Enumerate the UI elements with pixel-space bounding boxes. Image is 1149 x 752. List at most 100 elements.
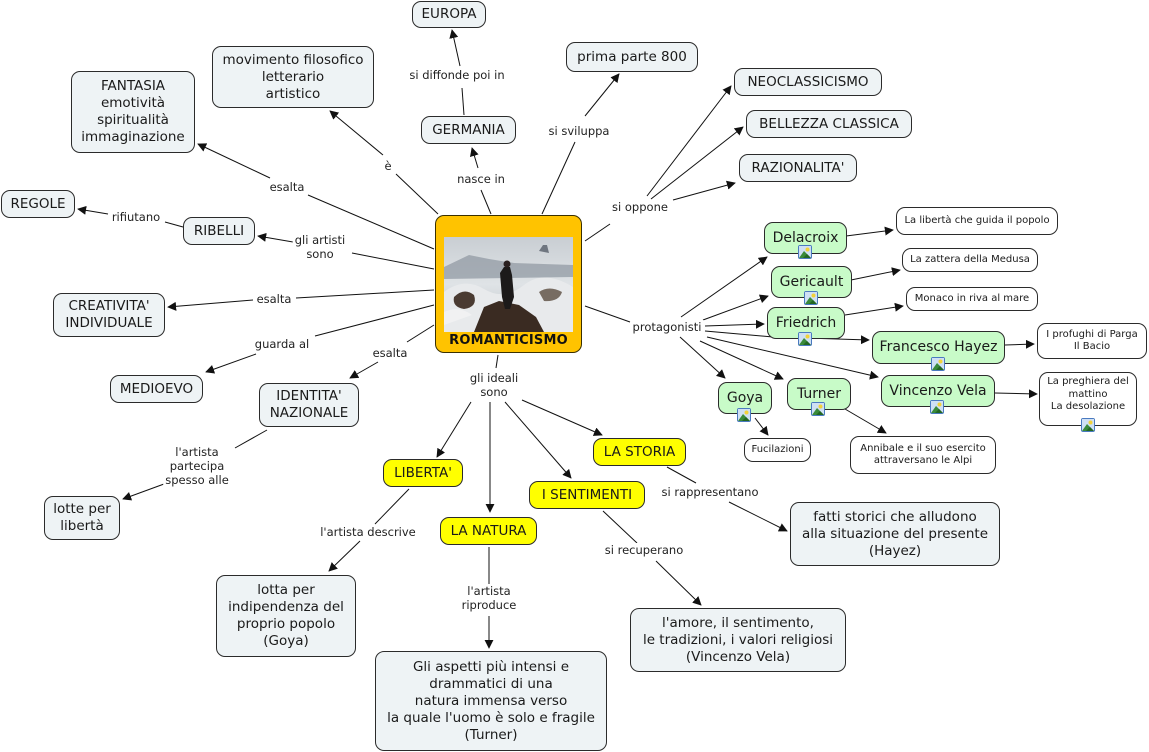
link-label-nasce-in: nasce in: [455, 172, 507, 186]
edge-arrow: [706, 336, 879, 380]
edge-arrow: [699, 340, 784, 380]
node-lotte[interactable]: lotte per libertà: [44, 496, 120, 540]
node-razionalita[interactable]: RAZIONALITA': [739, 154, 857, 182]
image-resource-icon[interactable]: [798, 245, 812, 259]
edge-line: [295, 289, 435, 299]
edge-arrow: [349, 361, 379, 379]
edge-line: [584, 305, 631, 323]
node-ribelli[interactable]: RIBELLI: [183, 217, 255, 245]
edge-line: [704, 330, 774, 338]
link-label-descrive: l'artista descrive: [318, 525, 418, 539]
node-work-preghiera[interactable]: La preghiera del mattino La desolazione: [1039, 372, 1137, 426]
edge-arrow: [329, 110, 384, 156]
node-fantasia[interactable]: FANTASIA emotività spiritualità immagina…: [71, 71, 195, 153]
edge-arrow: [728, 501, 788, 532]
link-label-si-sviluppa: si sviluppa: [546, 124, 612, 138]
image-resource-icon[interactable]: [930, 400, 944, 414]
edge-line: [461, 87, 465, 116]
edge-arrow: [205, 353, 257, 374]
edge-line: [602, 510, 638, 544]
image-resource-icon[interactable]: [737, 408, 751, 422]
link-label-si-rappresentano: si rappresentano: [659, 485, 761, 499]
link-label-si-oppone: si oppone: [610, 200, 670, 214]
edge-line: [480, 189, 492, 215]
edge-arrow: [197, 143, 271, 179]
edge-arrow: [994, 389, 1038, 399]
edge-line: [541, 141, 576, 215]
node-ideal-i-sentimenti[interactable]: I SENTIMENTI: [529, 481, 645, 509]
link-label-protagonisti: protagonisti: [630, 320, 704, 334]
edge-line: [666, 466, 697, 484]
node-ideal-la-storia[interactable]: LA STORIA: [593, 438, 686, 466]
node-lotta-indipendenza[interactable]: lotta per indipendenza del proprio popol…: [216, 575, 356, 657]
edge-arrow: [844, 302, 904, 316]
edge-arrow: [328, 540, 361, 572]
edge-line: [374, 488, 410, 525]
node-prima-parte-800[interactable]: prima parte 800: [566, 42, 698, 72]
node-germania[interactable]: GERMANIA: [421, 116, 516, 144]
node-work-annibale[interactable]: Annibale e il suo esercito attraversano …: [850, 436, 996, 474]
link-label-partecipa: l'artista partecipa spesso alle: [163, 445, 231, 487]
edge-arrow: [449, 29, 461, 67]
image-resource-icon[interactable]: [798, 332, 812, 346]
node-europa[interactable]: EUROPA: [412, 1, 486, 28]
node-regole[interactable]: REGOLE: [1, 190, 75, 218]
node-creativita[interactable]: CREATIVITA' INDIVIDUALE: [53, 293, 165, 337]
node-medioevo[interactable]: MEDIOEVO: [110, 375, 203, 403]
node-ideal-la-natura[interactable]: LA NATURA: [440, 517, 537, 545]
link-label-e: è: [382, 159, 394, 173]
central-concept-title: ROMANTICISMO: [449, 333, 568, 348]
image-resource-icon[interactable]: [931, 357, 945, 371]
node-fatti-storici[interactable]: fatti storici che alludono alla situazio…: [790, 502, 1000, 566]
node-work-monaco[interactable]: Monaco in riva al mare: [906, 287, 1038, 311]
edge-arrow: [504, 401, 572, 479]
wanderer-painting-image: [444, 237, 573, 332]
edge-arrow: [672, 180, 736, 201]
link-label-rifiutano: rifiutano: [109, 210, 163, 224]
link-label-esalta-creativita: esalta: [254, 292, 294, 306]
edge-arrow: [257, 232, 294, 243]
edge-line: [406, 324, 435, 343]
edge-arrow: [702, 294, 769, 321]
edge-arrow: [754, 417, 769, 436]
central-concept-node[interactable]: ROMANTICISMO: [435, 215, 582, 353]
link-label-esalta-identita: esalta: [370, 346, 410, 360]
node-movimento[interactable]: movimento filosofico letterario artistic…: [212, 46, 374, 108]
node-aspetti-natura[interactable]: Gli aspetti più intensi e drammatici di …: [375, 651, 607, 751]
edge-arrow: [167, 299, 254, 311]
link-label-gli-ideali-sono: gli ideali sono: [467, 371, 521, 399]
edge-line: [234, 429, 268, 449]
image-resource-icon[interactable]: [811, 402, 825, 416]
node-work-zattera[interactable]: La zattera della Medusa: [902, 248, 1038, 272]
link-label-riproduce: l'artista riproduce: [459, 584, 519, 612]
edge-arrow: [584, 73, 620, 117]
link-label-gli-artisti-sono: gli artisti sono: [292, 233, 348, 261]
node-amore-sentimento[interactable]: l'amore, il sentimento, le tradizioni, i…: [630, 608, 846, 672]
node-bellezza-classica[interactable]: BELLEZZA CLASSICA: [746, 110, 912, 138]
edge-arrow: [704, 319, 765, 329]
edge-line: [395, 173, 439, 215]
image-resource-icon[interactable]: [1081, 418, 1095, 432]
node-neoclassicismo[interactable]: NEOCLASSICISMO: [734, 68, 882, 96]
edge-arrow: [77, 205, 109, 215]
edge-arrow: [646, 85, 732, 197]
node-identita[interactable]: IDENTITA' NAZIONALE: [259, 383, 359, 427]
edge-arrow: [1004, 339, 1035, 349]
node-artist-gericault[interactable]: Gericault: [771, 266, 852, 298]
edge-arrow: [470, 147, 479, 169]
edge-arrow: [679, 336, 726, 379]
edge-arrow: [844, 408, 887, 434]
edge-line: [495, 354, 499, 369]
node-work-fucilazioni[interactable]: Fucilazioni: [744, 438, 811, 462]
edge-line: [351, 252, 435, 270]
edge-arrow: [850, 267, 901, 281]
node-work-liberta-popolo[interactable]: La libertà che guida il popolo: [896, 207, 1058, 235]
image-resource-icon[interactable]: [804, 291, 818, 305]
link-label-guarda-al: guarda al: [252, 337, 312, 351]
edge-line: [164, 221, 184, 228]
edge-arrow: [650, 126, 744, 200]
link-label-si-diffonde: si diffonde poi in: [407, 68, 507, 82]
node-work-profughi[interactable]: I profughi di Parga Il Bacio: [1037, 323, 1147, 359]
node-ideal-liberta[interactable]: LIBERTA': [383, 459, 463, 487]
